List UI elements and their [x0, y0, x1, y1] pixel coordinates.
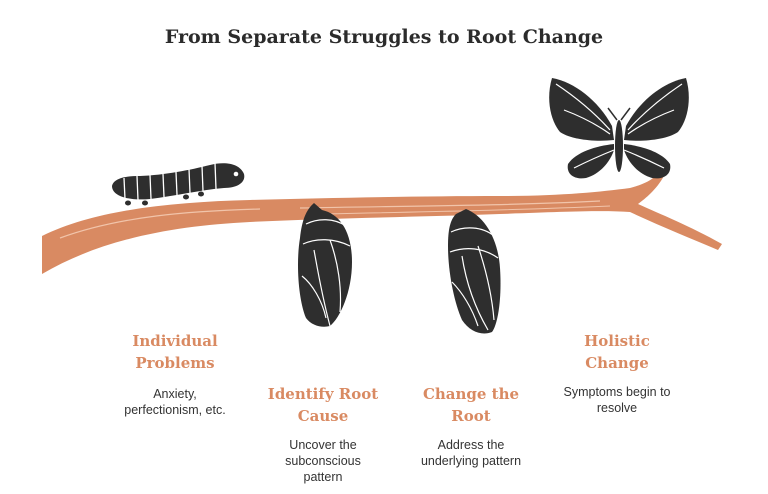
stage-holistic-change: Holistic Change Symptoms begin to resolv… [542, 330, 692, 416]
stage-title: Holistic Change [584, 332, 650, 372]
stage-description: Address the underlying pattern [420, 438, 522, 468]
caterpillar-icon [112, 162, 245, 206]
butterfly-icon [549, 78, 689, 179]
stage-title: Change the Root [422, 385, 520, 425]
stage-description: Symptoms begin to resolve [563, 385, 671, 415]
stage-individual-problems: Individual Problems Anxiety, perfectioni… [100, 330, 250, 418]
stage-change-the-root: Change the Root Address the underlying p… [396, 383, 546, 469]
stage-description: Uncover the subconscious pattern [285, 438, 361, 484]
stage-description: Anxiety, perfectionism, etc. [124, 387, 226, 417]
stage-title: Identify Root Cause [267, 385, 379, 425]
stage-title: Individual Problems [132, 332, 218, 372]
chrysalis-icon [448, 209, 501, 334]
cocoon-icon [298, 203, 352, 327]
stage-identify-root-cause: Identify Root Cause Uncover the subconsc… [248, 383, 398, 485]
diagram-title: From Separate Struggles to Root Change [164, 26, 604, 48]
